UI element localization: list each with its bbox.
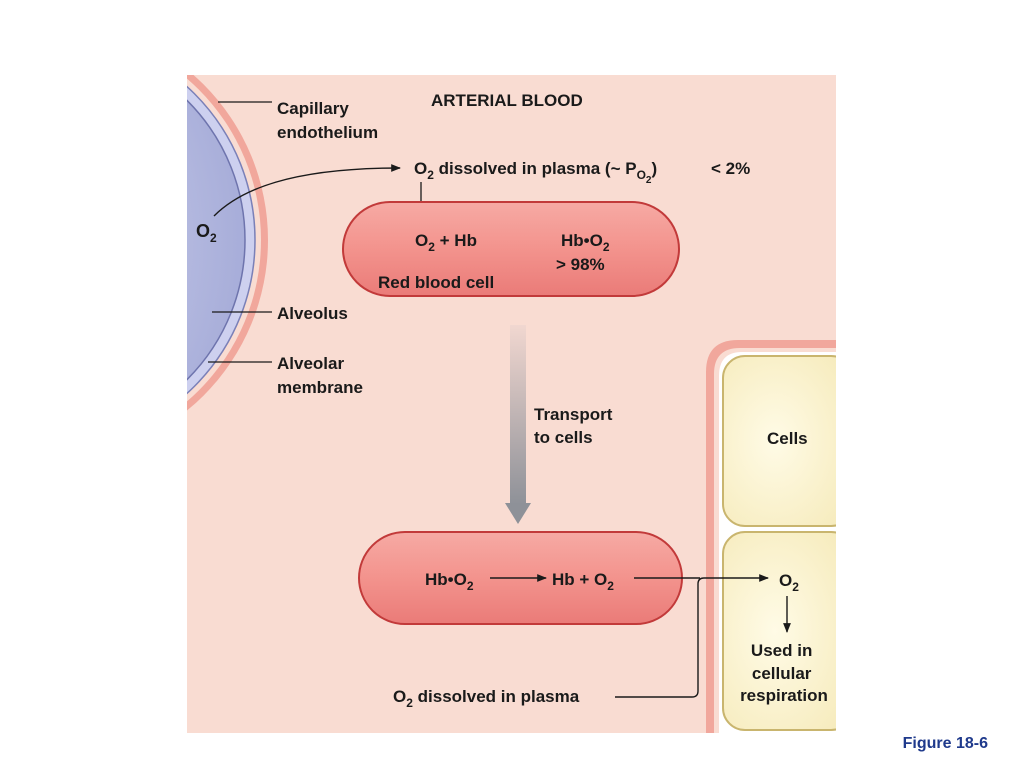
o2-cell-label: O2 <box>779 571 799 594</box>
rbc-top-percent: > 98% <box>556 255 605 274</box>
dissolved-plasma-bottom-label: O2 dissolved in plasma <box>393 687 580 710</box>
cells-label: Cells <box>767 429 808 448</box>
dissolved-plasma-top-label: O2 dissolved in plasma (~ PO2) <box>414 159 657 186</box>
diffusion-arrow <box>213 164 401 217</box>
tissue-cells-group <box>706 340 866 740</box>
alveolus-label: Alveolus <box>277 304 348 323</box>
red-blood-cell-top <box>342 201 680 297</box>
rbc-top-equation-right: Hb•O2 <box>561 231 610 254</box>
transport-arrow-shaft <box>510 325 526 505</box>
transport-label: Transport to cells <box>534 405 617 447</box>
alveolus-shape <box>187 99 246 381</box>
figure-caption: Figure 18-6 <box>902 735 988 752</box>
transport-arrow-head <box>505 503 531 524</box>
alveolar-membrane-label: Alveolar membrane <box>277 354 363 397</box>
dissolved-plasma-top-percent: < 2% <box>711 159 750 178</box>
o2-alveolus-label: O2 <box>196 221 217 245</box>
red-blood-cell-label: Red blood cell <box>378 273 494 292</box>
used-in-respiration-label: Used in cellular respiration <box>740 641 828 705</box>
capillary-endothelium-label: Capillary endothelium <box>277 99 378 142</box>
alveolus-group <box>187 75 268 411</box>
plasma-to-cell-path <box>615 574 769 698</box>
rbc-top-equation-left: O2 + Hb <box>415 231 477 254</box>
arterial-blood-title: ARTERIAL BLOOD <box>431 91 583 110</box>
rbc-bottom-hbo2: Hb•O2 <box>425 570 474 593</box>
rbc-bottom-hb-o2: Hb + O2 <box>552 570 614 593</box>
